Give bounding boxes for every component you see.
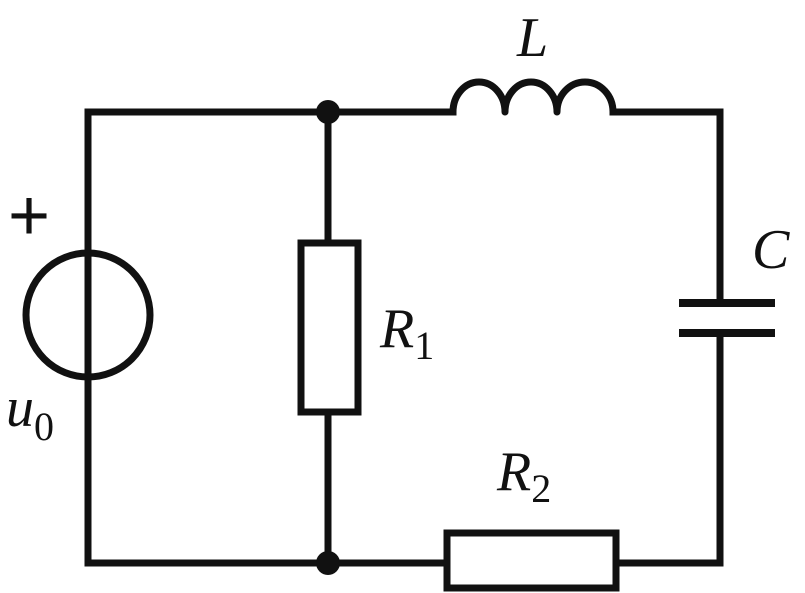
capacitor xyxy=(679,299,775,337)
capacitor-label: C xyxy=(752,219,790,281)
voltage-source xyxy=(22,249,154,381)
junction-node-bottom xyxy=(316,551,340,575)
source-polarity-label: + xyxy=(8,176,50,256)
resistor-r1-label: R1 xyxy=(379,298,434,368)
source-symbol: u xyxy=(6,377,34,439)
resistor-r1-symbol: R xyxy=(379,298,414,360)
resistor-r2-label: R2 xyxy=(496,441,551,511)
resistor-r2-subscript: 2 xyxy=(531,466,551,511)
source-label: u0 xyxy=(6,377,54,449)
resistor-r2 xyxy=(443,529,620,592)
inductor-label: L xyxy=(516,7,548,69)
wires xyxy=(84,108,724,567)
resistor-r2-symbol: R xyxy=(496,441,531,503)
resistor-r1 xyxy=(297,239,362,416)
inductor-coil xyxy=(449,78,617,116)
resistor-r1-subscript: 1 xyxy=(414,323,434,368)
source-subscript: 0 xyxy=(34,404,54,449)
junction-node-top xyxy=(316,100,340,124)
